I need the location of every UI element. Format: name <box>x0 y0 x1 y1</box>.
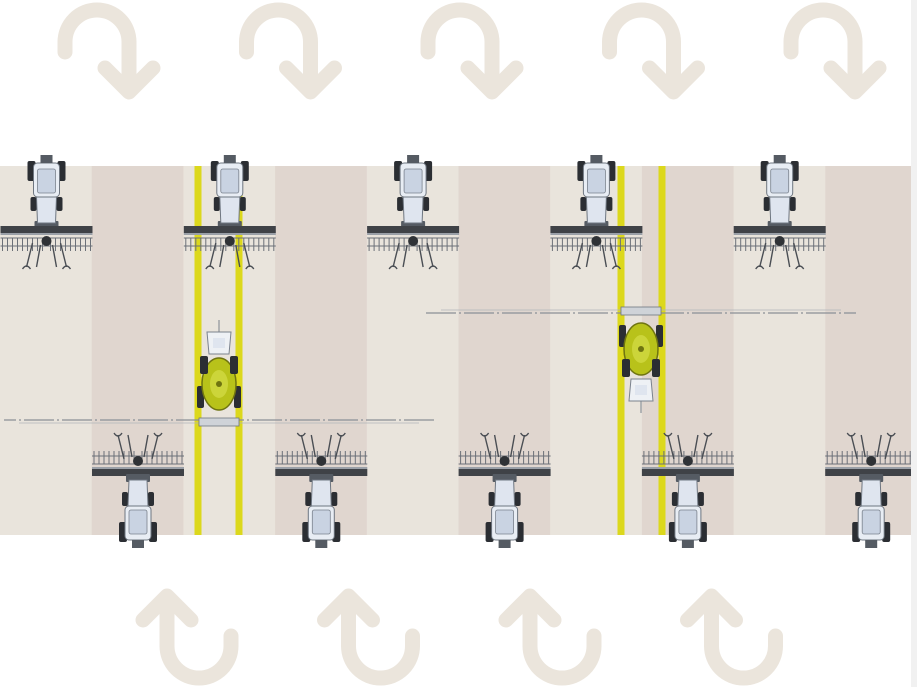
u-turn-up-icon <box>688 596 776 678</box>
u-turn-right-down-icon <box>791 10 879 92</box>
u-turn-right-down-icon <box>65 10 153 92</box>
u-turn-up-icon <box>325 596 413 678</box>
tramlines <box>194 166 666 535</box>
u-turn-right-down-icon <box>247 10 335 92</box>
bottom-turn-arrows <box>143 596 776 678</box>
u-turn-right-down-icon <box>610 10 698 92</box>
tramline <box>235 166 243 535</box>
u-turn-right-down-icon <box>428 10 516 92</box>
u-turn-up-icon <box>143 596 231 678</box>
scrollbar[interactable] <box>911 0 917 687</box>
tramline <box>194 166 202 535</box>
tramline <box>617 166 625 535</box>
u-turn-up-icon <box>506 596 594 678</box>
tramline <box>658 166 666 535</box>
top-turn-arrows <box>65 10 879 92</box>
